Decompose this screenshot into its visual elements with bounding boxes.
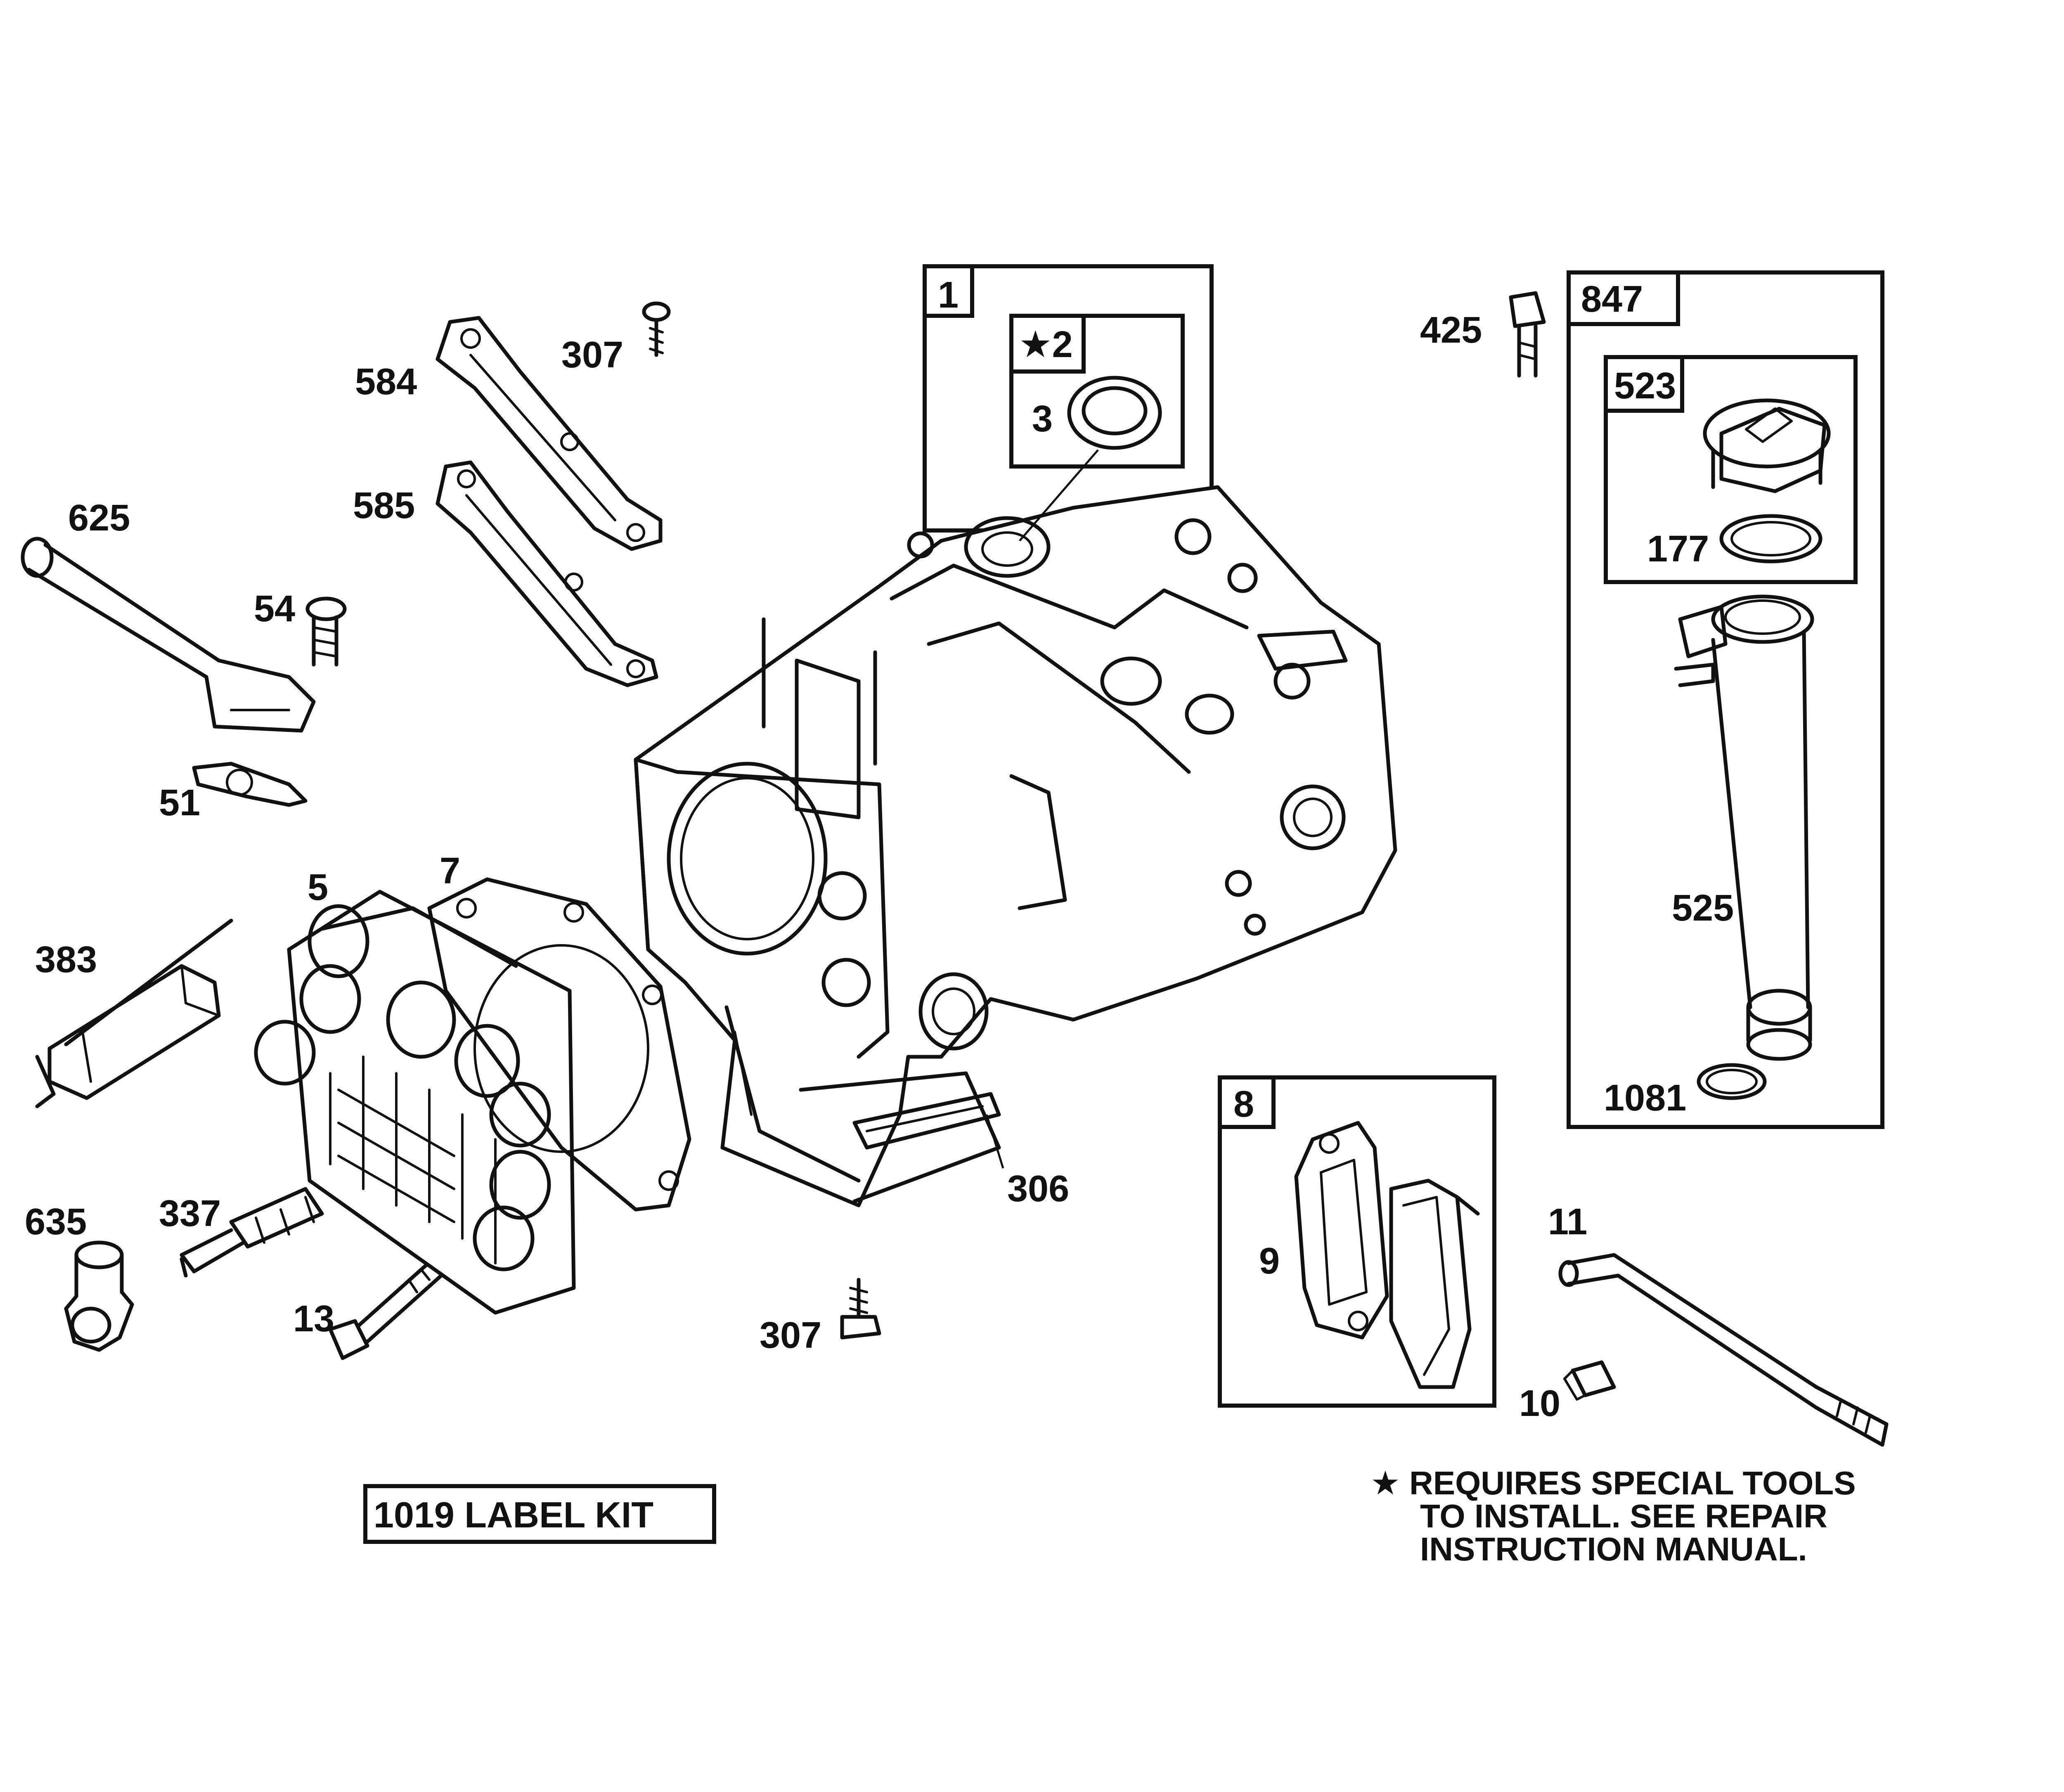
label-635: 635 xyxy=(25,1201,87,1243)
label-525: 525 xyxy=(1672,888,1734,929)
bolt-13 xyxy=(328,1253,448,1360)
label-13: 13 xyxy=(293,1298,334,1340)
label-383: 383 xyxy=(35,939,97,980)
breather-gasket-9 xyxy=(1294,1121,1389,1340)
label-1: 1 xyxy=(938,275,959,316)
part-labels: 1 ★2 3 307 584 585 625 54 51 5 7 383 635… xyxy=(25,275,1734,1424)
label-kit-box xyxy=(363,1484,716,1544)
o-ring-177 xyxy=(1719,514,1823,563)
head-gasket-7 xyxy=(427,877,691,1212)
group-box-8 xyxy=(1218,1075,1496,1408)
label-8: 8 xyxy=(1233,1084,1254,1125)
label-523: 523 xyxy=(1614,365,1676,407)
label-847: 847 xyxy=(1581,279,1643,320)
label-177: 177 xyxy=(1647,528,1709,570)
breather-gasket-585 xyxy=(436,460,658,687)
label-625: 625 xyxy=(68,497,130,539)
note-line-2: TO INSTALL. SEE REPAIR xyxy=(1420,1498,1827,1534)
o-ring-1081 xyxy=(1697,1063,1767,1100)
label-9: 9 xyxy=(1259,1240,1280,1282)
label-11: 11 xyxy=(1548,1201,1587,1243)
spark-plug-337 xyxy=(180,1187,324,1278)
screw-307-top xyxy=(642,301,671,357)
screw-307-bottom xyxy=(840,1278,881,1340)
label-kit-text: 1019 LABEL KIT xyxy=(374,1494,653,1535)
base-gasket-306 xyxy=(852,1092,1004,1169)
label-307-top: 307 xyxy=(561,334,623,376)
note-line-1: ★ REQUIRES SPECIAL TOOLS xyxy=(1370,1465,1856,1501)
note-line-3: INSTRUCTION MANUAL. xyxy=(1420,1531,1807,1567)
breather-cover xyxy=(1389,1179,1480,1389)
cylinder-head-5 xyxy=(254,890,576,1315)
bolt-425 xyxy=(1509,291,1546,378)
label-3: 3 xyxy=(1032,398,1053,440)
label-51: 51 xyxy=(159,782,200,824)
label-584: 584 xyxy=(355,361,417,402)
oil-fill-cap-523 xyxy=(1703,398,1831,493)
screw-54 xyxy=(305,597,347,667)
label-10: 10 xyxy=(1519,1383,1560,1424)
dipstick-tube-625 xyxy=(21,537,316,733)
special-tools-note: ★ REQUIRES SPECIAL TOOLS TO INSTALL. SEE… xyxy=(1370,1465,1856,1567)
label-425: 425 xyxy=(1420,310,1482,351)
label-7: 7 xyxy=(440,850,460,892)
label-337: 337 xyxy=(159,1193,221,1234)
plug-10 xyxy=(1563,1360,1616,1401)
label-1081: 1081 xyxy=(1604,1077,1686,1119)
group-box-847 xyxy=(1567,270,1884,1129)
gasket-51 xyxy=(192,762,308,807)
group-box-1 xyxy=(923,264,1214,533)
oil-seal xyxy=(1019,376,1162,542)
oil-fill-tube-525 xyxy=(1674,594,1814,1061)
breather-cover-gasket-584 xyxy=(436,316,663,551)
part-383 xyxy=(35,918,233,1108)
label-2: ★2 xyxy=(1019,324,1073,365)
label-585: 585 xyxy=(353,485,415,526)
engine-block xyxy=(634,485,1397,1207)
label-306: 306 xyxy=(1007,1168,1069,1210)
fitting-635 xyxy=(64,1240,134,1352)
label-54: 54 xyxy=(254,588,295,630)
dipstick-11 xyxy=(1558,1253,1889,1447)
label-5: 5 xyxy=(308,867,328,908)
label-307-bottom: 307 xyxy=(760,1315,821,1356)
